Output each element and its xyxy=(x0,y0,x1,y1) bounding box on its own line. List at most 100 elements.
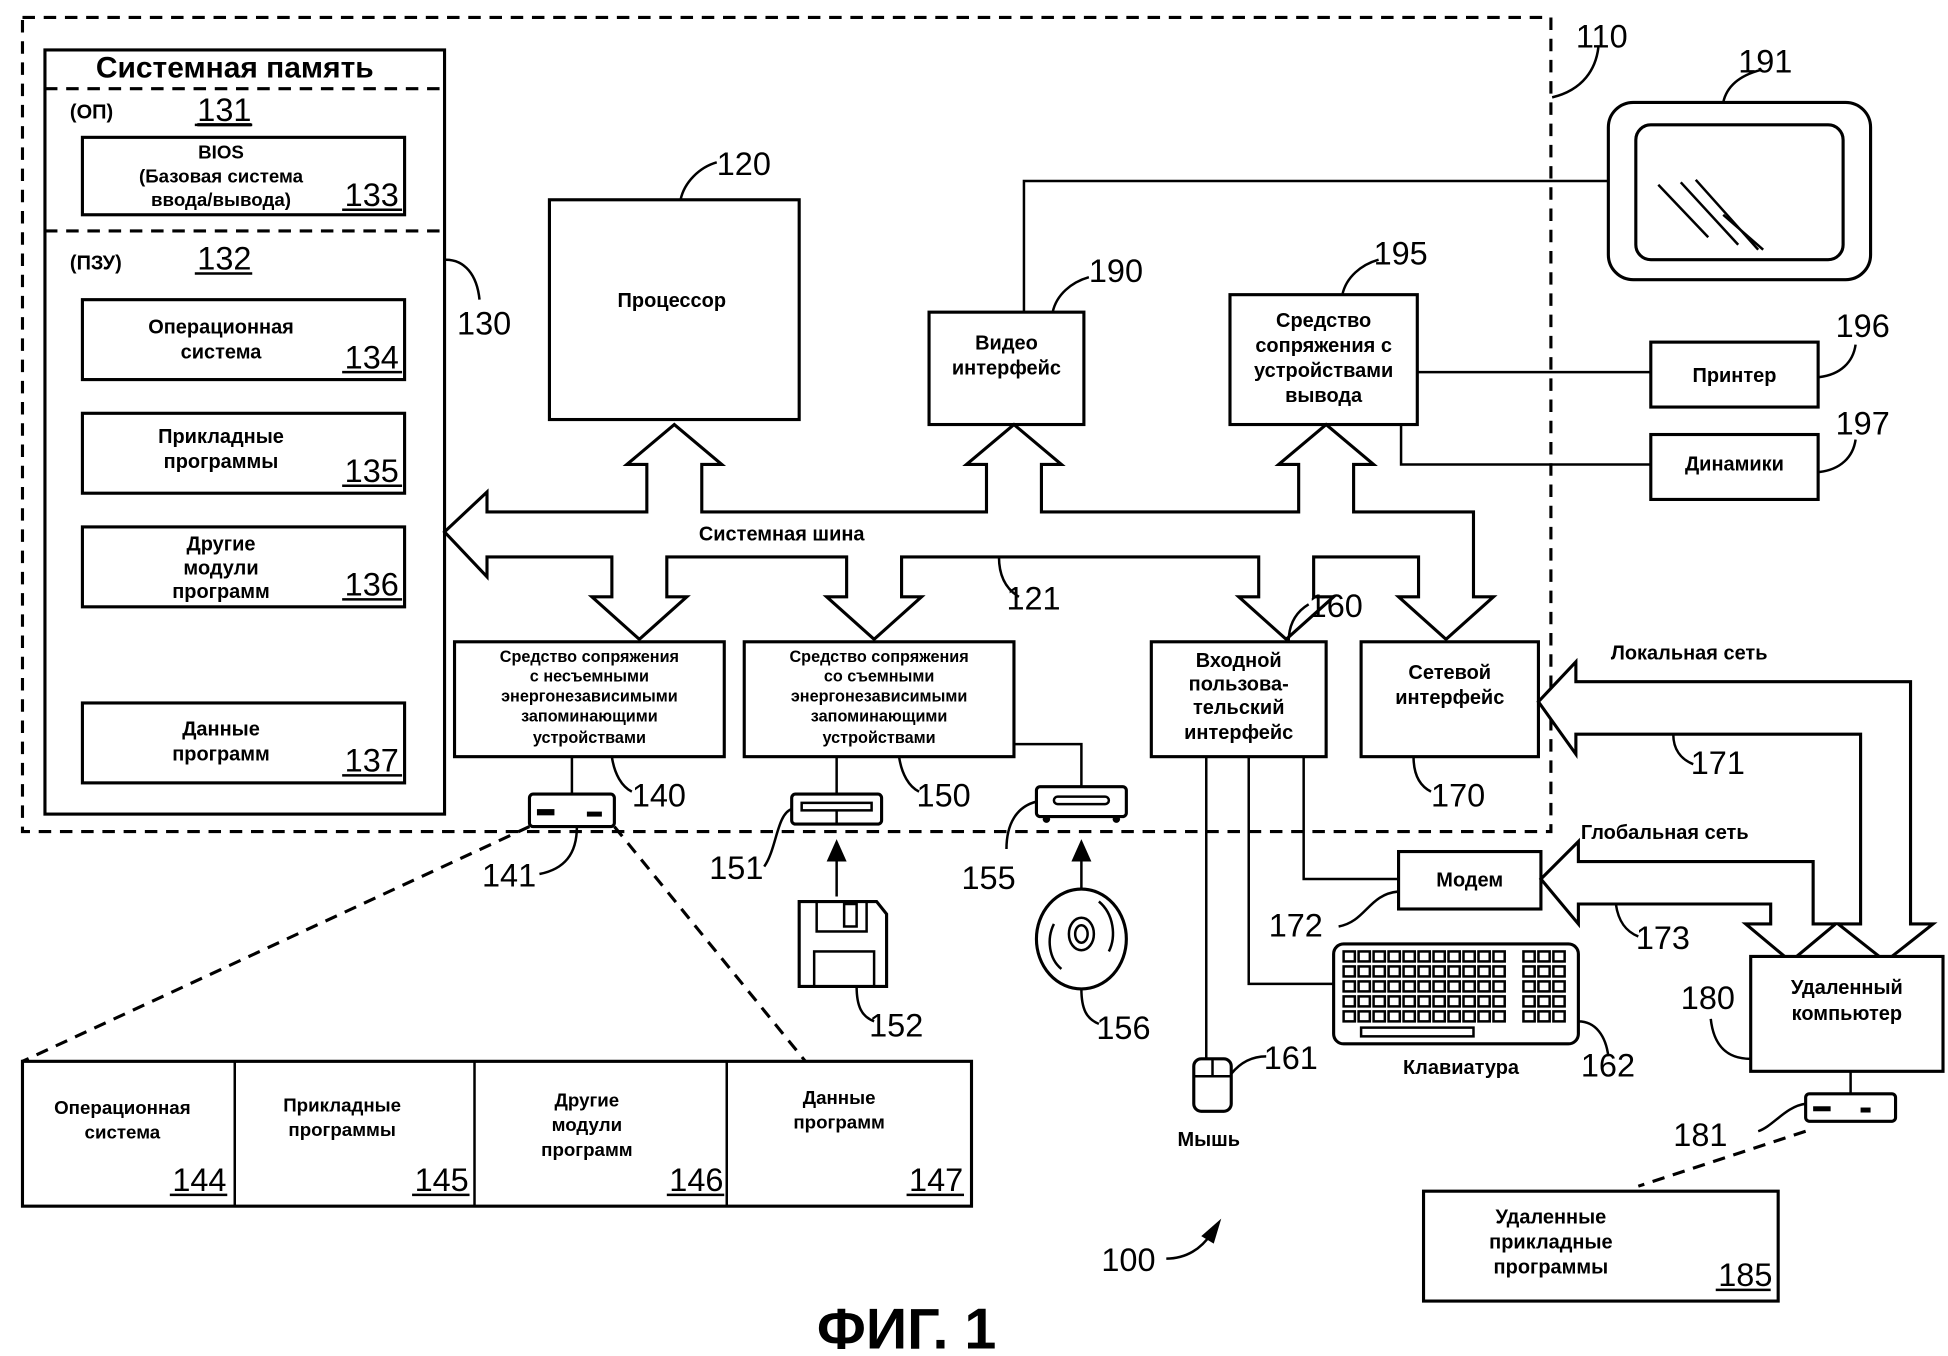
keyboard-key xyxy=(1402,995,1417,1008)
mouse: 161 Мышь xyxy=(1177,1040,1317,1151)
floppy-drive: 151 xyxy=(709,792,884,897)
keyboard-key xyxy=(1417,965,1432,978)
opi-line-1: Средство xyxy=(1276,310,1371,332)
processor: Процессор 120 xyxy=(547,146,801,422)
keypad-key xyxy=(1522,950,1536,963)
ref-172: 172 xyxy=(1269,907,1323,943)
optical-foot-right xyxy=(1112,815,1121,823)
floppy-shutter-window xyxy=(842,902,858,928)
leader-191 xyxy=(1722,68,1762,103)
keypad-key xyxy=(1552,950,1566,963)
leader-155 xyxy=(1005,800,1037,850)
uii-line-2: пользова- xyxy=(1189,673,1289,695)
memory-item-os-line-2: система xyxy=(181,341,263,363)
ref-144: 144 xyxy=(172,1162,226,1198)
user-input-interface: Входной пользова- тельский интерфейс 160 xyxy=(1149,588,1399,1062)
hard-disk: 141 xyxy=(21,792,807,1063)
glare-4 xyxy=(1722,213,1765,251)
memory-item-data-line-1: Данные xyxy=(182,718,260,740)
remote-apps-box xyxy=(1421,1189,1780,1303)
modem-link xyxy=(1302,756,1399,881)
optical-foot-left xyxy=(1042,815,1051,823)
remote-storage-detail-2 xyxy=(1860,1107,1871,1113)
keyboard-key xyxy=(1372,995,1387,1008)
ref-120: 120 xyxy=(717,146,771,182)
bios-box xyxy=(80,135,407,217)
modem-label: Модем xyxy=(1436,870,1503,892)
hard-disk-detail-2 xyxy=(586,811,602,817)
keyboard-key xyxy=(1462,950,1476,963)
memory-item-apps xyxy=(80,411,407,495)
printer: Принтер 196 xyxy=(1649,308,1890,409)
ref-137: 137 xyxy=(345,743,399,779)
keyboard-key xyxy=(1417,1010,1432,1023)
glare-3 xyxy=(1694,178,1760,251)
ri-line-3: энергонезависимыми xyxy=(791,688,968,706)
ref-156: 156 xyxy=(1096,1010,1150,1046)
wan: Глобальная сеть 173 xyxy=(1538,822,1840,964)
user-input-interface-box xyxy=(1149,640,1328,759)
ref-170: 170 xyxy=(1431,778,1485,814)
leader-195 xyxy=(1341,258,1379,295)
optical-disk-hub-inner xyxy=(1073,923,1089,944)
memory-item-data-line-2: программ xyxy=(172,743,270,765)
system-memory: Системная память (ОП) 131 BIOS (Базовая … xyxy=(43,48,511,816)
keyboard-key xyxy=(1402,965,1417,978)
ref-190: 190 xyxy=(1089,253,1143,289)
leader-150 xyxy=(897,756,920,793)
leader-172 xyxy=(1338,890,1399,928)
ref-145: 145 xyxy=(415,1162,469,1198)
keypad-key xyxy=(1522,1010,1536,1023)
memory-item-modules-line-2: модули xyxy=(183,557,258,579)
keypad-key xyxy=(1552,1010,1566,1023)
figure-ref: 100 xyxy=(1101,1218,1222,1278)
keyboard-key xyxy=(1432,1010,1447,1023)
ra-line-3: программы xyxy=(1494,1257,1609,1279)
keyboard-key xyxy=(1447,950,1461,963)
leader-140 xyxy=(610,756,633,793)
keyboard-key xyxy=(1372,980,1387,993)
ref-135: 135 xyxy=(345,453,399,489)
leader-162 xyxy=(1578,1020,1610,1057)
rc-line-1: Удаленный xyxy=(1791,977,1903,999)
video-interface: Видео интерфейс 190 xyxy=(927,179,1611,427)
network-interface-box xyxy=(1359,640,1540,759)
disk-modules-line-1: Другие xyxy=(555,1089,620,1110)
ram-label: (ОП) xyxy=(70,102,113,124)
ref-133: 133 xyxy=(345,177,399,213)
keyboard-key xyxy=(1402,980,1417,993)
ref-197: 197 xyxy=(1836,406,1890,442)
keyboard-key xyxy=(1462,965,1476,978)
keyboard-key xyxy=(1462,1010,1476,1023)
video-interface-line-1: Видео xyxy=(975,333,1038,355)
keyboard-label: Клавиатура xyxy=(1403,1057,1520,1079)
keyboard-key xyxy=(1342,965,1357,978)
bios-line-3: ввода/вывода) xyxy=(151,189,291,210)
ref-185: 185 xyxy=(1718,1257,1772,1293)
leader-130 xyxy=(445,258,481,300)
remote-apps-link xyxy=(1637,1129,1807,1188)
ref-147: 147 xyxy=(909,1162,963,1198)
optical-arrowhead xyxy=(1071,839,1092,862)
mouse-label: Мышь xyxy=(1177,1129,1240,1151)
system-bus: Системная шина 121 xyxy=(442,422,1498,642)
keyboard-key xyxy=(1372,965,1387,978)
leader-170 xyxy=(1412,756,1432,793)
memory-item-apps-line-2: программы xyxy=(164,451,279,473)
leader-180 xyxy=(1709,1018,1751,1061)
system-bus-label: Системная шина xyxy=(699,524,866,546)
keypad-key xyxy=(1522,965,1536,978)
ra-line-2: прикладные xyxy=(1489,1232,1612,1254)
keyboard-key xyxy=(1387,965,1402,978)
ref-173: 173 xyxy=(1636,920,1690,956)
floppy-label xyxy=(812,950,876,988)
keyboard-key xyxy=(1357,980,1372,993)
keyboard-key xyxy=(1342,980,1357,993)
lan-arrow xyxy=(1536,657,1938,964)
keyboard-key xyxy=(1447,995,1461,1008)
bios-line-2: (Базовая система xyxy=(139,165,304,186)
computer-110: 110 xyxy=(20,15,1628,834)
opi-line-4: вывода xyxy=(1285,385,1363,407)
disk-modules-line-3: программ xyxy=(541,1139,633,1160)
